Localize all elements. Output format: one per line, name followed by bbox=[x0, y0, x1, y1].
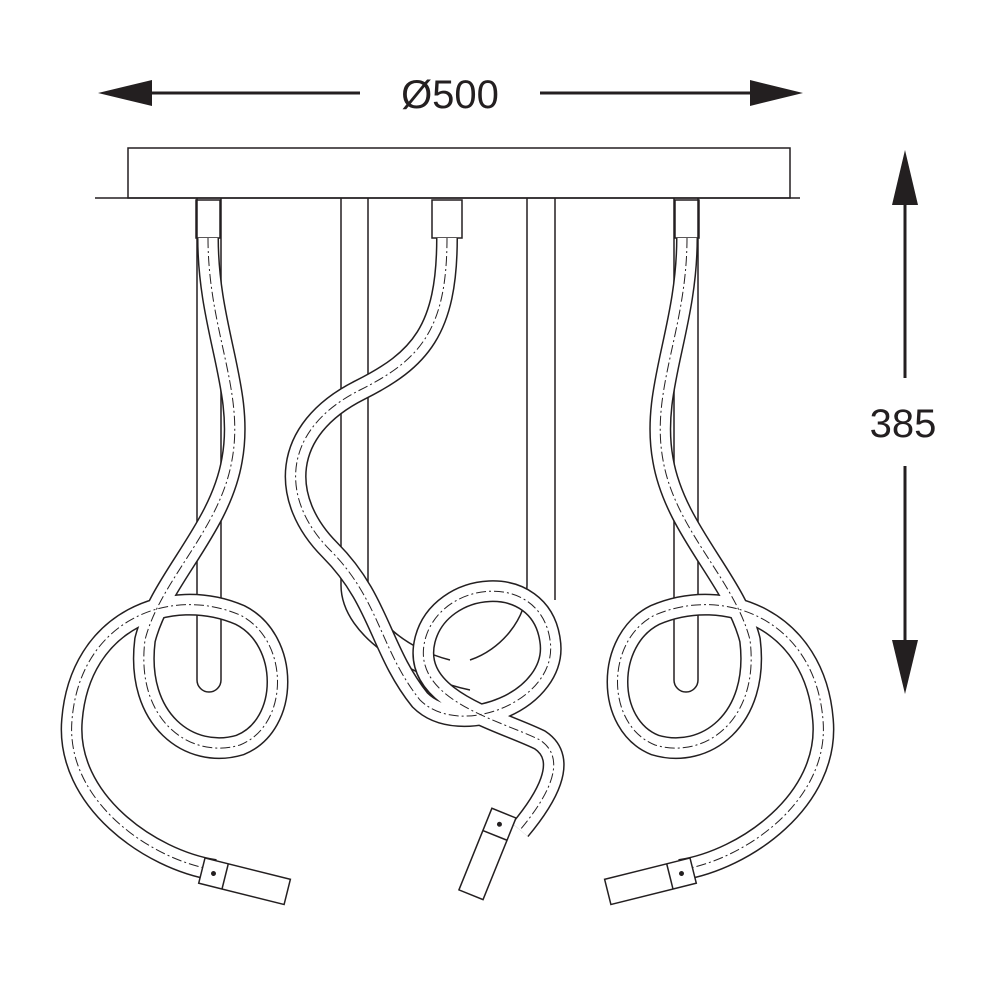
width-dimension: Ø500 bbox=[98, 73, 803, 117]
end-cap-left bbox=[197, 857, 292, 906]
connector-left bbox=[195, 199, 221, 239]
end-cap-right bbox=[603, 857, 698, 906]
height-label: 385 bbox=[870, 402, 937, 446]
rod-right bbox=[673, 198, 699, 693]
arrow-right-icon bbox=[750, 80, 803, 106]
tube-left bbox=[60, 199, 292, 906]
rod-left bbox=[196, 198, 222, 693]
tube-right bbox=[603, 199, 835, 906]
height-dimension: 385 bbox=[870, 150, 937, 694]
diameter-label: Ø500 bbox=[401, 73, 499, 117]
arrow-left-icon bbox=[98, 80, 152, 106]
arrow-up-icon bbox=[892, 150, 918, 205]
canopy bbox=[95, 147, 800, 199]
connector-right bbox=[674, 199, 700, 239]
tube-middle bbox=[284, 199, 565, 901]
end-cap-middle bbox=[457, 807, 517, 901]
connector-middle bbox=[431, 199, 463, 239]
arrow-down-icon bbox=[892, 640, 918, 694]
canopy-plate bbox=[127, 147, 791, 199]
